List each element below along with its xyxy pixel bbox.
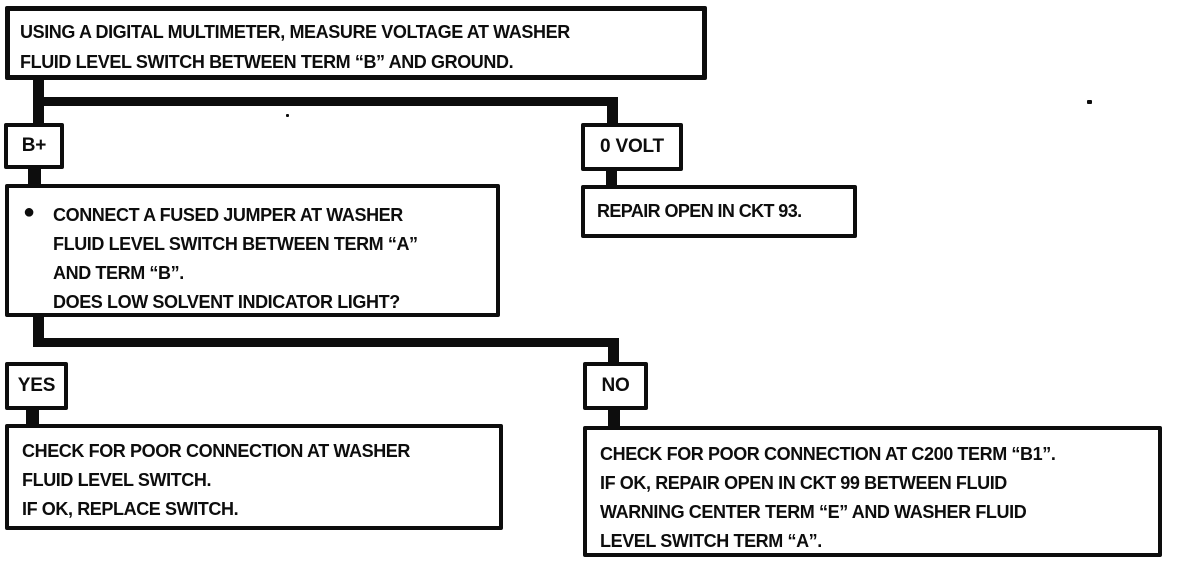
connector-line-branch1-horiz: [33, 97, 618, 106]
fused-jumper-line2: FLUID LEVEL SWITCH BETWEEN TERM “A”: [53, 234, 418, 254]
zero-volt-label: 0 VOLT: [600, 136, 664, 157]
yes-branch-box: YES: [5, 362, 68, 410]
repair-ckt93-box: REPAIR OPEN IN CKT 93.: [581, 185, 857, 238]
measure-voltage-line2: FLUID LEVEL SWITCH BETWEEN TERM “B” AND …: [20, 52, 514, 72]
bullet-icon: ●: [23, 201, 35, 223]
no-branch-box: NO: [583, 362, 648, 410]
measure-voltage-line1: USING A DIGITAL MULTIMETER, MEASURE VOLT…: [20, 22, 570, 42]
check-washer-switch-box: CHECK FOR POOR CONNECTION AT WASHER FLUI…: [5, 424, 503, 530]
measure-voltage-box: USING A DIGITAL MULTIMETER, MEASURE VOLT…: [5, 6, 707, 80]
fused-jumper-line1: CONNECT A FUSED JUMPER AT WASHER: [53, 205, 403, 225]
fused-jumper-line3: AND TERM “B”.: [53, 263, 184, 283]
connector-line-to-0volt: [607, 97, 618, 127]
connector-line-0volt-to-repair: [606, 166, 617, 189]
connector-line-yes-to-action: [26, 406, 39, 427]
connector-line-bplus-to-step2: [28, 164, 41, 188]
scan-speck: [286, 114, 289, 117]
check-c200-line3: WARNING CENTER TERM “E” AND WASHER FLUID: [600, 502, 1027, 522]
check-c200-line2: IF OK, REPAIR OPEN IN CKT 99 BETWEEN FLU…: [600, 473, 1007, 493]
check-washer-line2: FLUID LEVEL SWITCH.: [22, 470, 212, 490]
zero-volt-result-box: 0 VOLT: [581, 123, 683, 171]
b-plus-result-box: B+: [4, 123, 64, 169]
connector-line-no-to-action: [608, 406, 620, 430]
connector-line-to-no: [608, 338, 619, 365]
connector-line-branch2-horiz: [33, 338, 618, 347]
check-c200-line1: CHECK FOR POOR CONNECTION AT C200 TERM “…: [600, 444, 1056, 464]
repair-ckt93-text: REPAIR OPEN IN CKT 93.: [597, 201, 802, 221]
fused-jumper-box: ● CONNECT A FUSED JUMPER AT WASHER FLUID…: [5, 184, 500, 317]
check-washer-line3: IF OK, REPLACE SWITCH.: [22, 499, 239, 519]
yes-label: YES: [17, 375, 56, 396]
fused-jumper-line4: DOES LOW SOLVENT INDICATOR LIGHT?: [53, 292, 400, 312]
scan-speck: [1087, 100, 1092, 104]
check-washer-line1: CHECK FOR POOR CONNECTION AT WASHER: [22, 441, 411, 461]
check-c200-box: CHECK FOR POOR CONNECTION AT C200 TERM “…: [583, 426, 1162, 557]
check-c200-line4: LEVEL SWITCH TERM “A”.: [600, 531, 822, 551]
no-label: NO: [601, 375, 630, 396]
connector-line-step2-to-branch: [33, 314, 44, 347]
b-plus-label: B+: [21, 135, 47, 156]
